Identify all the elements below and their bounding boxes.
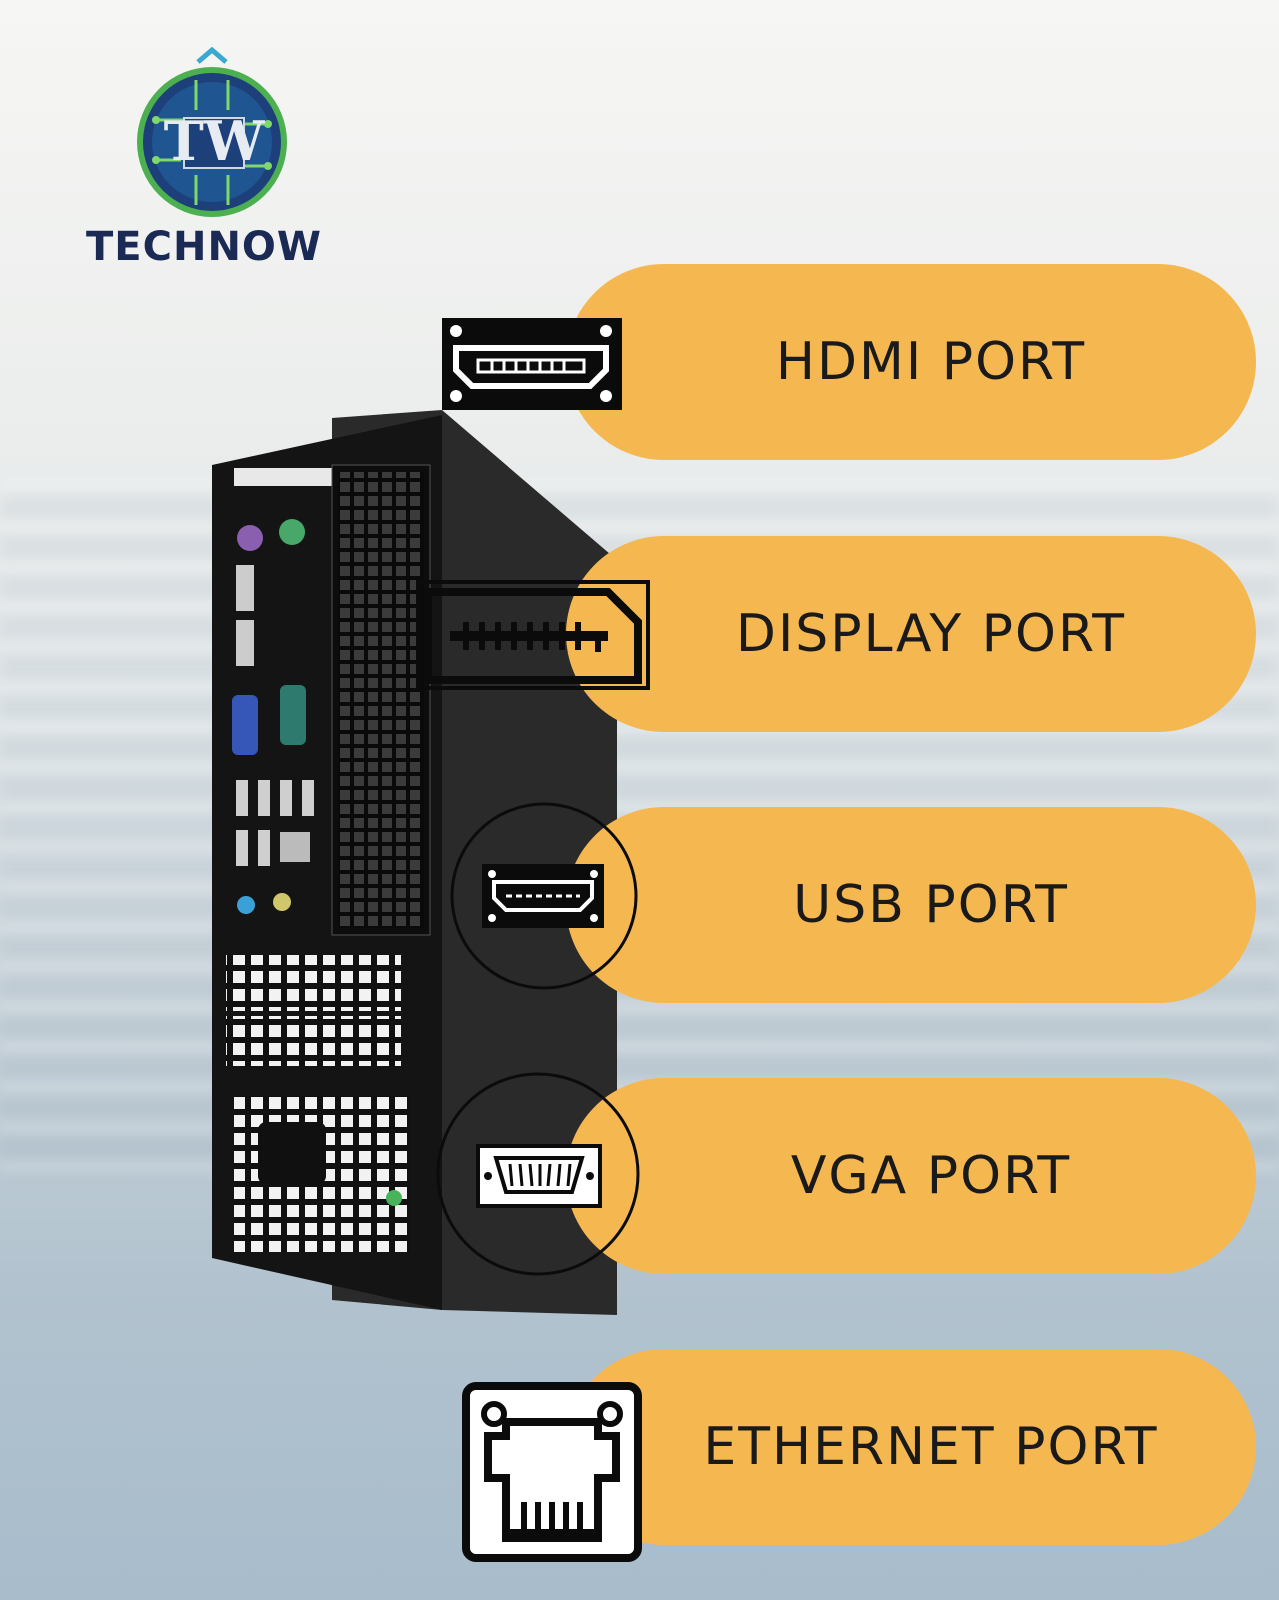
display-port-label: DISPLAY PORT <box>735 604 1127 664</box>
display-port-pill: DISPLAY PORT <box>566 536 1256 732</box>
ethernet-port-icon <box>462 1382 642 1562</box>
hdmi-port-label: HDMI PORT <box>775 332 1087 392</box>
vga-port-pill: VGA PORT <box>566 1078 1256 1274</box>
usb-port-label: USB PORT <box>793 875 1069 935</box>
brand-name: TECHNOW <box>86 224 323 270</box>
desktop-pc-rear-image <box>212 410 617 1315</box>
ethernet-port-pill: ETHERNET PORT <box>566 1349 1256 1545</box>
usb-port-icon <box>450 802 638 990</box>
hdmi-port-icon <box>442 318 622 410</box>
usb-port-pill: USB PORT <box>566 807 1256 1003</box>
vga-port-icon <box>436 1072 640 1276</box>
ethernet-port-label: ETHERNET PORT <box>703 1417 1159 1477</box>
technow-logo-icon: TW <box>137 46 287 217</box>
logo-monogram: TW <box>164 109 266 173</box>
displayport-icon <box>416 580 650 690</box>
vga-port-label: VGA PORT <box>790 1146 1072 1206</box>
hdmi-port-pill: HDMI PORT <box>566 264 1256 460</box>
